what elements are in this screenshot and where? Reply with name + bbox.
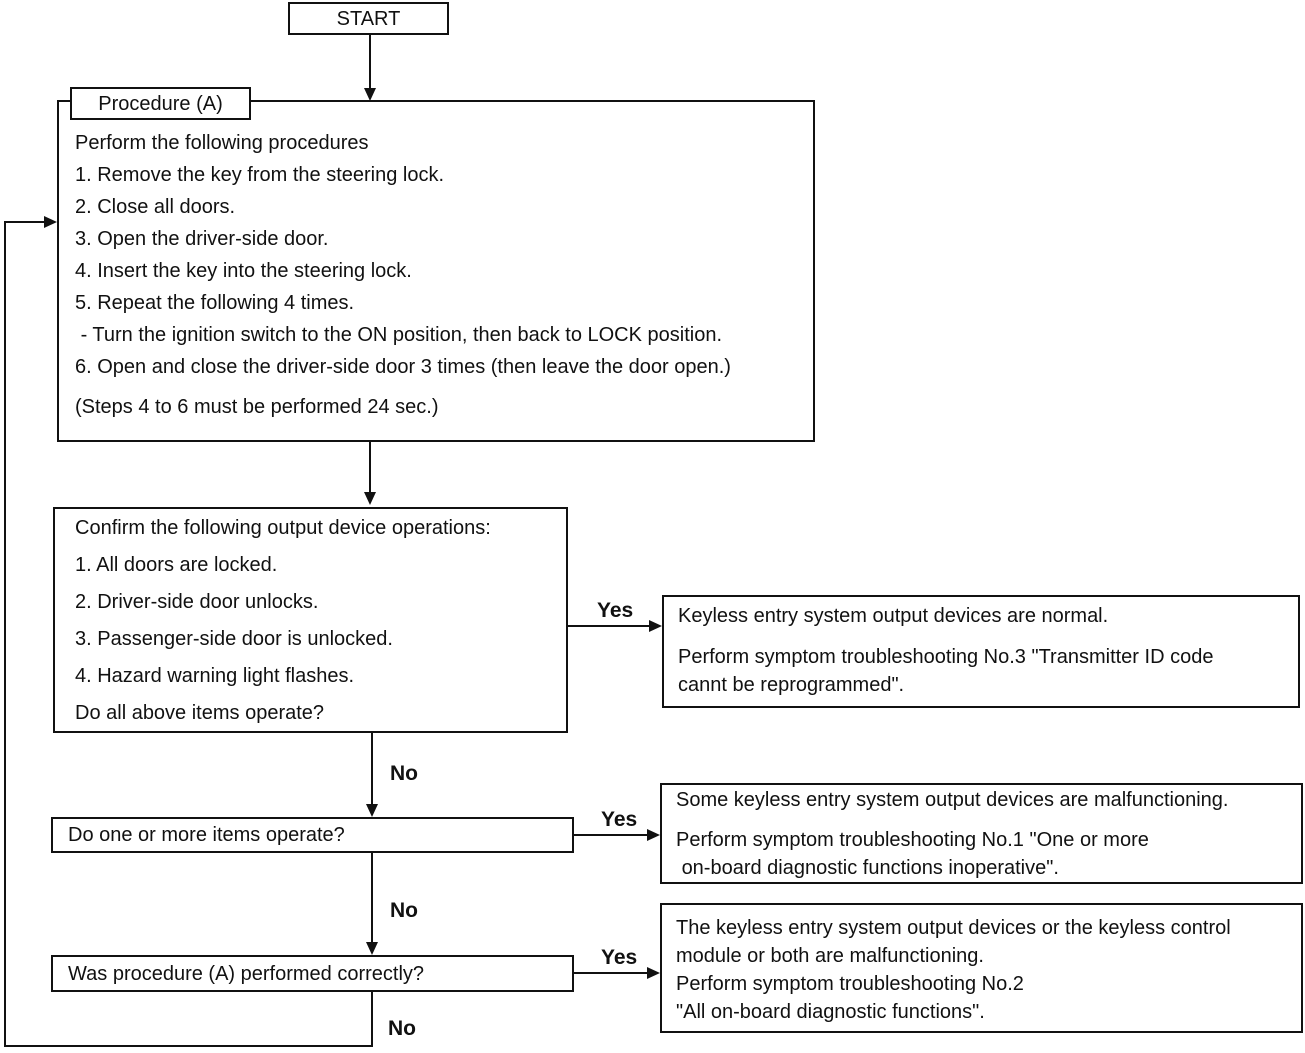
result-line: Perform symptom troubleshooting No.1 "On… — [676, 828, 1149, 851]
start-label: START — [336, 7, 401, 30]
confirm-line: 3. Passenger-side door is unlocked. — [75, 628, 393, 650]
flow-line — [371, 733, 373, 805]
flow-line — [574, 972, 650, 974]
result-line: cannt be reprogrammed". — [678, 673, 905, 696]
flow-line — [4, 221, 46, 223]
yes-label: Yes — [601, 946, 638, 969]
procedure-step: 3. Open the driver-side door. — [75, 227, 329, 250]
decision-procedure-correct-label: Was procedure (A) performed correctly? — [68, 962, 425, 985]
start-node: START — [288, 2, 449, 35]
result-line: Perform symptom troubleshooting No.2 — [676, 972, 1024, 995]
procedure-step: Perform the following procedures — [75, 131, 369, 154]
result-normal-lines: Keyless entry system output devices are … — [678, 602, 1293, 699]
confirm-question: Do all above items operate? — [75, 702, 325, 724]
procedure-step: 5. Repeat the following 4 times. — [75, 291, 355, 314]
procedure-step: 1. Remove the key from the steering lock… — [75, 163, 445, 186]
no-label: No — [390, 899, 418, 922]
flow-line — [574, 834, 650, 836]
flow-line — [4, 1045, 373, 1047]
procedure-step: 4. Insert the key into the steering lock… — [75, 259, 412, 282]
arrowhead-down-icon — [364, 492, 376, 505]
result-line: module or both are malfunctioning. — [676, 944, 984, 967]
flow-line — [4, 221, 6, 1047]
yes-label: Yes — [597, 599, 634, 622]
arrowhead-down-icon — [366, 804, 378, 817]
no-label: No — [390, 762, 418, 785]
confirm-line: 1. All doors are locked. — [75, 554, 278, 576]
confirm-box — [53, 507, 568, 733]
procedure-note: (Steps 4 to 6 must be performed 24 sec.) — [75, 395, 439, 418]
result-module-lines: The keyless entry system output devices … — [676, 914, 1296, 1026]
result-line: "All on-board diagnostic functions". — [676, 1000, 985, 1023]
flow-line — [371, 992, 373, 1047]
procedure-box — [57, 100, 815, 442]
flow-line — [568, 625, 652, 627]
result-line: Perform symptom troubleshooting No.3 "Tr… — [678, 645, 1214, 668]
confirm-line: 2. Driver-side door unlocks. — [75, 591, 319, 613]
procedure-step: 6. Open and close the driver-side door 3… — [75, 355, 731, 378]
result-line: The keyless entry system output devices … — [676, 916, 1231, 939]
procedure-steps: Perform the following procedures 1. Remo… — [75, 127, 805, 423]
arrowhead-down-icon — [364, 88, 376, 101]
flow-line — [369, 442, 371, 493]
no-label: No — [388, 1017, 416, 1040]
procedure-label: Procedure (A) — [98, 92, 223, 115]
arrowhead-right-icon — [44, 216, 57, 228]
decision-procedure-correct: Was procedure (A) performed correctly? — [51, 955, 574, 992]
arrowhead-right-icon — [647, 967, 660, 979]
flow-line — [369, 35, 371, 90]
result-box-some-malfunctioning — [660, 783, 1303, 884]
procedure-label-box: Procedure (A) — [70, 87, 251, 120]
arrowhead-down-icon — [366, 942, 378, 955]
flow-line — [371, 853, 373, 943]
decision-one-or-more-label: Do one or more items operate? — [68, 824, 345, 846]
procedure-step: - Turn the ignition switch to the ON pos… — [75, 323, 723, 346]
decision-one-or-more: Do one or more items operate? — [51, 817, 574, 853]
result-line: Keyless entry system output devices are … — [678, 604, 1109, 627]
confirm-lines: Confirm the following output device oper… — [75, 510, 555, 732]
result-some-lines: Some keyless entry system output devices… — [676, 786, 1296, 882]
arrowhead-right-icon — [649, 620, 662, 632]
arrowhead-right-icon — [647, 829, 660, 841]
result-line: Some keyless entry system output devices… — [676, 788, 1229, 811]
result-box-normal — [662, 595, 1300, 708]
yes-label: Yes — [601, 808, 638, 831]
procedure-step: 2. Close all doors. — [75, 195, 236, 218]
result-box-devices-or-module — [660, 903, 1303, 1033]
result-line: on-board diagnostic functions inoperativ… — [676, 856, 1059, 879]
confirm-line: Confirm the following output device oper… — [75, 517, 491, 539]
confirm-line: 4. Hazard warning light flashes. — [75, 665, 355, 687]
